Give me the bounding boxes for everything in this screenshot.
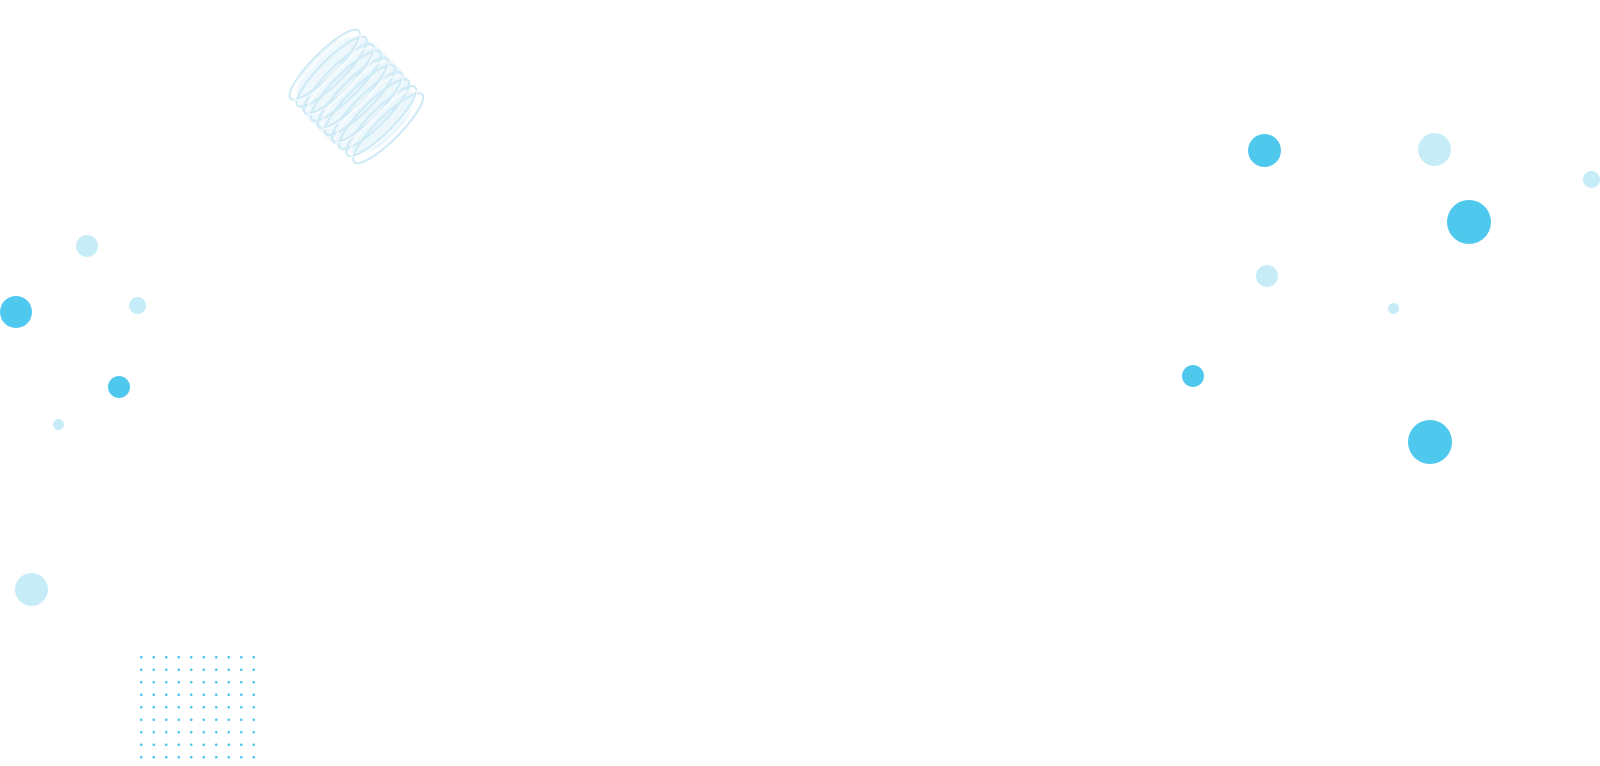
bubble-right-6 (1388, 303, 1399, 314)
bubble-left-5 (53, 419, 64, 430)
bubble-right-3 (1583, 171, 1600, 188)
bubble-right-1 (1248, 134, 1281, 167)
bubble-left-4 (108, 376, 130, 398)
bubble-left-1 (76, 235, 98, 257)
dot-grid-pattern (135, 651, 255, 766)
bubble-right-7 (1182, 365, 1204, 387)
bubble-right-4 (1447, 200, 1491, 244)
bubble-right-5 (1256, 265, 1278, 287)
bubble-left-6 (15, 573, 48, 606)
bubble-right-8 (1408, 420, 1452, 464)
coil-spring-icon (288, 28, 425, 165)
bubble-right-2 (1418, 133, 1451, 166)
bubble-left-3 (129, 297, 146, 314)
bubble-left-2 (0, 296, 32, 328)
